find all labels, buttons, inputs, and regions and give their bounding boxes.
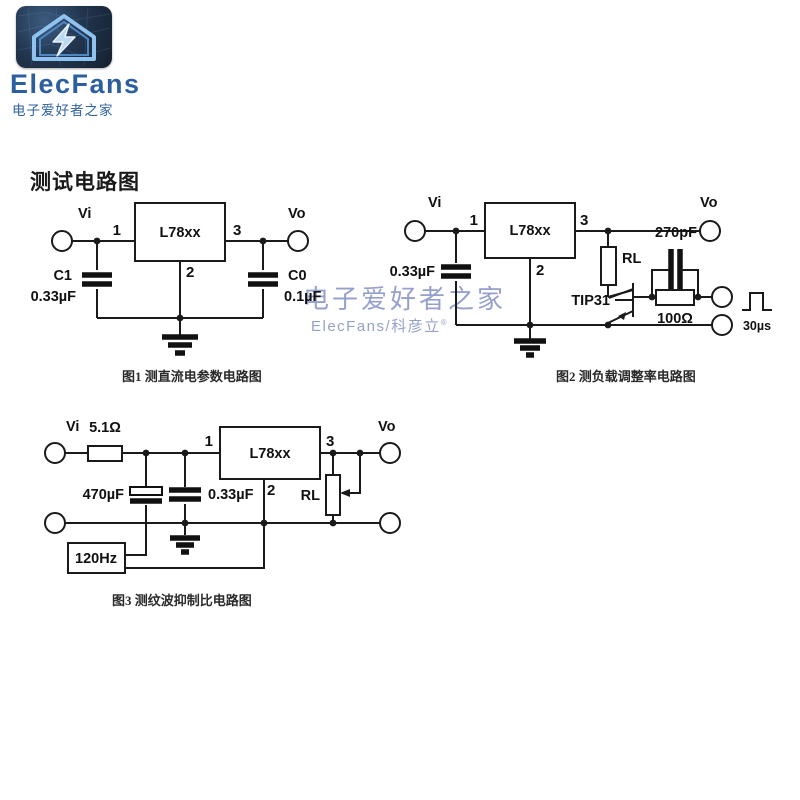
fig1-input-label: Vi bbox=[78, 206, 91, 222]
fig3-output-label: Vo bbox=[378, 419, 396, 435]
fig2-output-label: Vo bbox=[700, 195, 718, 211]
fig3-source-box bbox=[67, 542, 126, 574]
fig1-c0-value: 0.1µF bbox=[284, 289, 322, 305]
fig2-chip-label: L78xx bbox=[509, 223, 550, 239]
fig1-c1-value: 0.33µF bbox=[31, 289, 77, 305]
fig2-cap270-wire-right bbox=[680, 269, 699, 297]
fig2-pin-3-label: 3 bbox=[580, 212, 588, 229]
figure-1-circuit: L78xx Vi Vo 1 3 2 C1 0.33µF C0 0.1µF bbox=[31, 202, 322, 356]
fig1-c0-ref: C0 bbox=[288, 268, 307, 284]
house-lightning-logo-icon bbox=[16, 6, 112, 68]
fig1-pin-3-label: 3 bbox=[233, 222, 241, 239]
brand-name: ElecFans bbox=[10, 69, 141, 99]
fig2-pulse-label: 30µs bbox=[743, 319, 771, 333]
fig3-rl-body bbox=[325, 474, 341, 516]
fig3-source-label: 120Hz bbox=[75, 551, 117, 567]
fig3-rl-wiper-wire bbox=[342, 453, 361, 494]
fig3-output-return-terminal[interactable] bbox=[379, 512, 401, 534]
fig3-ground-symbol bbox=[170, 535, 200, 555]
fig1-c1-ref: C1 bbox=[53, 268, 72, 284]
fig3-wire-source-return bbox=[125, 523, 265, 569]
brand-subtitle: 电子爱好者之家 bbox=[12, 103, 114, 119]
fig2-pulse-terminal-bottom[interactable] bbox=[711, 314, 733, 336]
fig2-output-terminal[interactable] bbox=[699, 220, 721, 242]
fig1-output-terminal[interactable] bbox=[287, 230, 309, 252]
fig1-chip-label: L78xx bbox=[159, 225, 200, 241]
fig2-tip31-transistor bbox=[607, 283, 652, 325]
fig1-pin-1-label: 1 bbox=[113, 222, 121, 239]
fig3-node-rl-bottom bbox=[329, 519, 337, 527]
figure-1-caption: 图1 测直流电参数电路图 bbox=[122, 369, 262, 384]
fig2-ground-symbol bbox=[514, 338, 546, 358]
fig2-cap270-wire-left bbox=[651, 269, 671, 297]
fig2-node-emitter-rail bbox=[604, 321, 612, 329]
fig1-ground-symbol bbox=[162, 334, 198, 356]
fig1-output-label: Vo bbox=[288, 206, 306, 222]
fig3-r51-body bbox=[87, 445, 123, 462]
fig1-node-output bbox=[259, 237, 267, 245]
figure-3-caption: 图3 测纹波抑制比电路图 bbox=[112, 593, 252, 608]
fig2-pulse-terminal-top[interactable] bbox=[711, 286, 733, 308]
fig1-pin-2-label: 2 bbox=[186, 264, 194, 281]
fig2-chip-box bbox=[484, 202, 576, 259]
fig3-pin-3-label: 3 bbox=[326, 433, 334, 450]
fig3-input-terminal[interactable] bbox=[44, 442, 66, 464]
figure-2-caption: 图2 测负载调整率电路图 bbox=[556, 369, 696, 384]
fig3-c033-value: 0.33µF bbox=[208, 487, 254, 503]
figure-2-circuit: L78xx Vi Vo 1 3 2 0.33µF bbox=[390, 195, 772, 358]
fig2-pin-2-label: 2 bbox=[536, 262, 544, 279]
fig3-c470-plate-top bbox=[129, 486, 163, 496]
fig2-rl-body bbox=[600, 246, 617, 286]
fig1-node-input bbox=[93, 237, 101, 245]
fig3-c470-value: 470µF bbox=[83, 487, 125, 503]
fig3-pin-1-label: 1 bbox=[205, 433, 213, 450]
fig3-chip-box bbox=[219, 426, 321, 480]
fig1-input-terminal[interactable] bbox=[51, 230, 73, 252]
fig3-chip-label: L78xx bbox=[249, 446, 290, 462]
fig2-cap270-value: 270pF bbox=[655, 225, 697, 241]
fig2-pulse-waveform-icon bbox=[742, 292, 772, 311]
fig2-rl-ref: RL bbox=[622, 251, 641, 267]
fig2-tip31-label: TIP31 bbox=[571, 293, 610, 309]
fig2-r100-value: 100Ω bbox=[657, 311, 693, 327]
brand-logo: ElecFans 电子爱好者之家 bbox=[8, 6, 168, 119]
fig3-wire-source-out bbox=[125, 545, 147, 556]
page-title: 测试电路图 bbox=[30, 171, 140, 194]
fig3-output-terminal[interactable] bbox=[379, 442, 401, 464]
fig3-pin-2-label: 2 bbox=[267, 482, 275, 499]
fig2-cin-value: 0.33µF bbox=[390, 264, 436, 280]
fig2-input-terminal[interactable] bbox=[404, 220, 426, 242]
fig3-r51-value: 5.1Ω bbox=[89, 420, 121, 436]
fig3-wiper-arrow-icon bbox=[340, 489, 350, 497]
fig3-input-return-terminal[interactable] bbox=[44, 512, 66, 534]
fig2-input-label: Vi bbox=[428, 195, 441, 211]
fig3-input-label: Vi bbox=[66, 419, 79, 435]
fig2-r100-body bbox=[655, 289, 695, 306]
fig1-chip-box bbox=[134, 202, 226, 262]
fig2-pin-1-label: 1 bbox=[470, 212, 478, 229]
fig3-rl-ref: RL bbox=[301, 488, 320, 504]
fig2-emitter-arrow-icon bbox=[618, 312, 626, 320]
figure-3-circuit: L78xx Vi Vo 5.1Ω 1 3 2 470µF 0.33µF bbox=[44, 419, 401, 574]
